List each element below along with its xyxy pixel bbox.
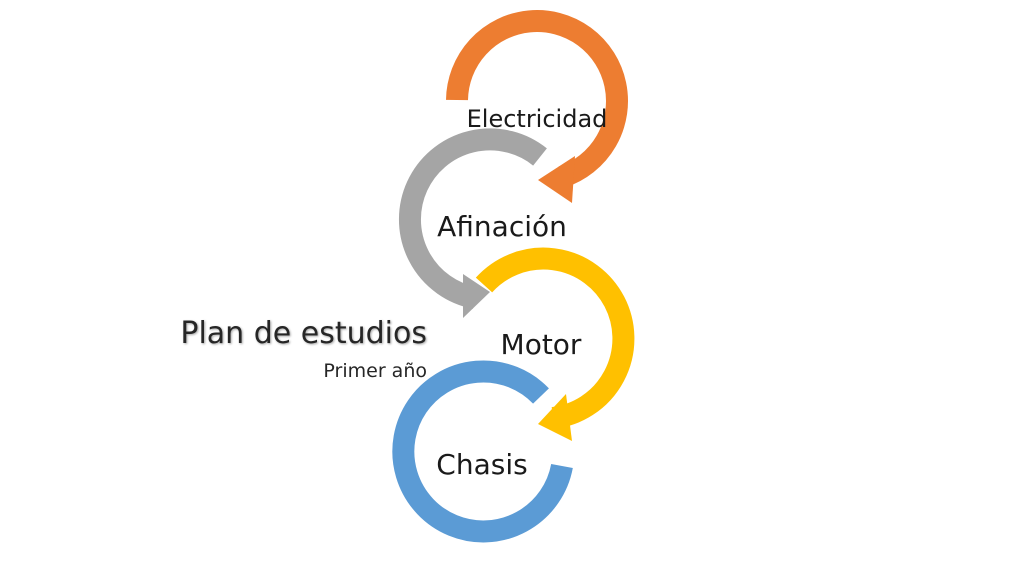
motor-arrowhead — [538, 394, 572, 441]
electricidad-arrowhead — [538, 156, 575, 203]
title-block: Plan de estudios Primer año — [180, 314, 427, 384]
electricidad-label: Electricidad — [467, 105, 608, 133]
motor-arc — [475, 247, 635, 429]
diagram-title: Plan de estudios — [180, 316, 427, 351]
motor-label: Motor — [501, 328, 582, 361]
electricidad-arrow: Electricidad — [446, 10, 628, 203]
afinacion-label: Afinación — [437, 210, 567, 243]
chasis-arc — [392, 360, 573, 543]
electricidad-arc — [446, 10, 628, 188]
diagram-subtitle: Primer año — [323, 360, 427, 382]
chasis-arrow: Chasis — [392, 360, 573, 543]
motor-arrow: Motor — [475, 247, 635, 441]
afinacion-arrow: Afinación — [398, 128, 567, 318]
afinacion-arrowhead — [463, 274, 490, 318]
chasis-label: Chasis — [436, 448, 527, 481]
afinacion-arc — [398, 128, 547, 309]
